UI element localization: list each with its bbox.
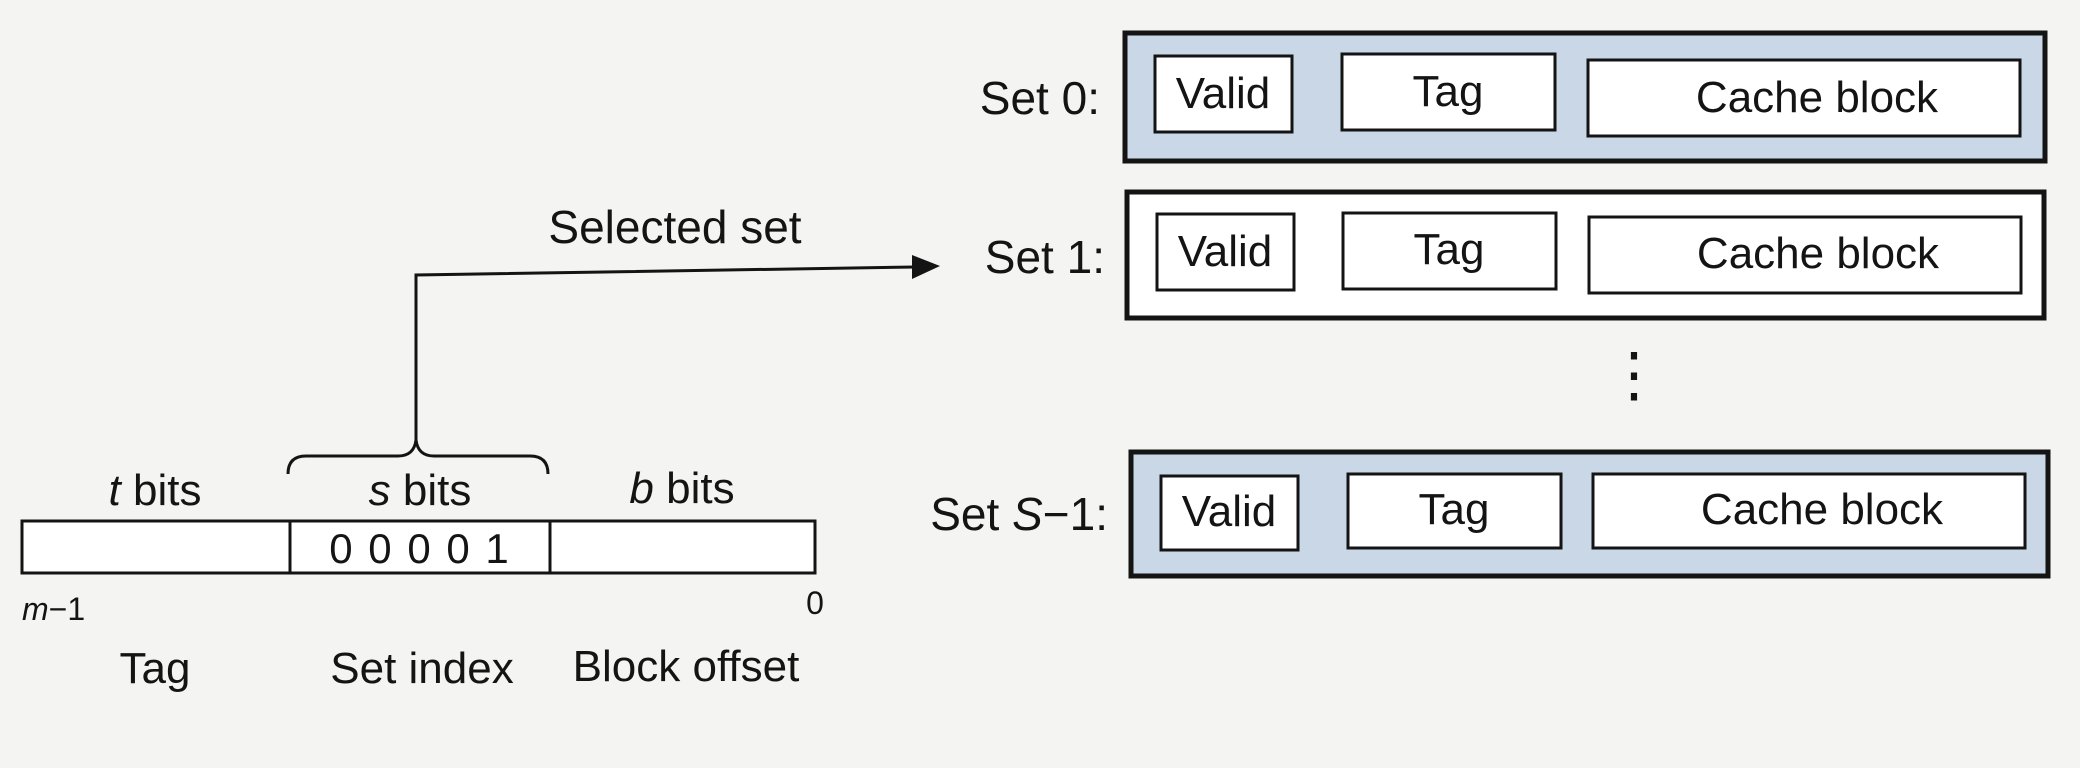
set-0-valid-cell [1153,54,1294,134]
set-1-valid-text: Valid [1178,227,1273,276]
set-1-tag-cell [1341,211,1558,291]
set-0-label: Set 0: [980,72,1100,124]
set-0-valid-text: Valid [1176,69,1271,118]
set-index-bits-label: s bits [369,466,472,515]
set-index-field-box [288,519,552,575]
more-sets-ellipsis: ⋮ [1604,341,1664,408]
set-0-tag-text: Tag [1413,67,1484,116]
tag-field-box [20,519,292,575]
msb-bit-position-label: m−1 [22,591,85,627]
address-bit-fields: t bits s bits b bits 0 0 0 0 1 m−1 0 Tag… [20,464,824,693]
selection-arrow-head [912,255,940,279]
set-1-valid-cell [1155,212,1296,292]
set-last-label: Set S−1: [930,488,1108,540]
set-0-tag-cell [1340,52,1557,132]
set-1-tag-text: Tag [1414,225,1485,274]
set-last-valid-text: Valid [1182,487,1277,536]
set-last-cache-block-cell [1591,472,2027,550]
set-1-cache-block-cell [1587,215,2023,295]
set-index-value: 0 0 0 0 1 [329,525,510,572]
tag-bits-label: t bits [109,466,202,515]
set-0-cache-block-cell [1586,58,2022,138]
set-index-field-name: Set index [330,644,513,693]
set-1-label: Set 1: [985,231,1105,283]
tag-field-name: Tag [120,644,191,693]
cache-set-last: Set S−1: Valid Tag Cache block [930,449,2051,579]
set-1-cache-block-text: Cache block [1697,229,1940,278]
selected-set-label: Selected set [548,201,801,253]
cache-set-1: Set 1: Valid Tag Cache block [985,189,2047,321]
block-offset-bits-label: b bits [629,464,734,513]
set-0-cache-block-text: Cache block [1696,73,1939,122]
set-last-cache-block-text: Cache block [1701,485,1944,534]
set-last-valid-cell [1159,474,1300,552]
selection-arrow-line [414,265,916,440]
set-last-tag-text: Tag [1419,485,1490,534]
cache-set-0: Set 0: Valid Tag Cache block [980,30,2048,164]
block-offset-field-box [548,519,817,575]
selection-arrow-group: Selected set [286,201,940,475]
block-offset-field-name: Block offset [573,642,800,691]
set-last-tag-cell [1346,472,1563,550]
lsb-bit-position-label: 0 [806,585,824,621]
